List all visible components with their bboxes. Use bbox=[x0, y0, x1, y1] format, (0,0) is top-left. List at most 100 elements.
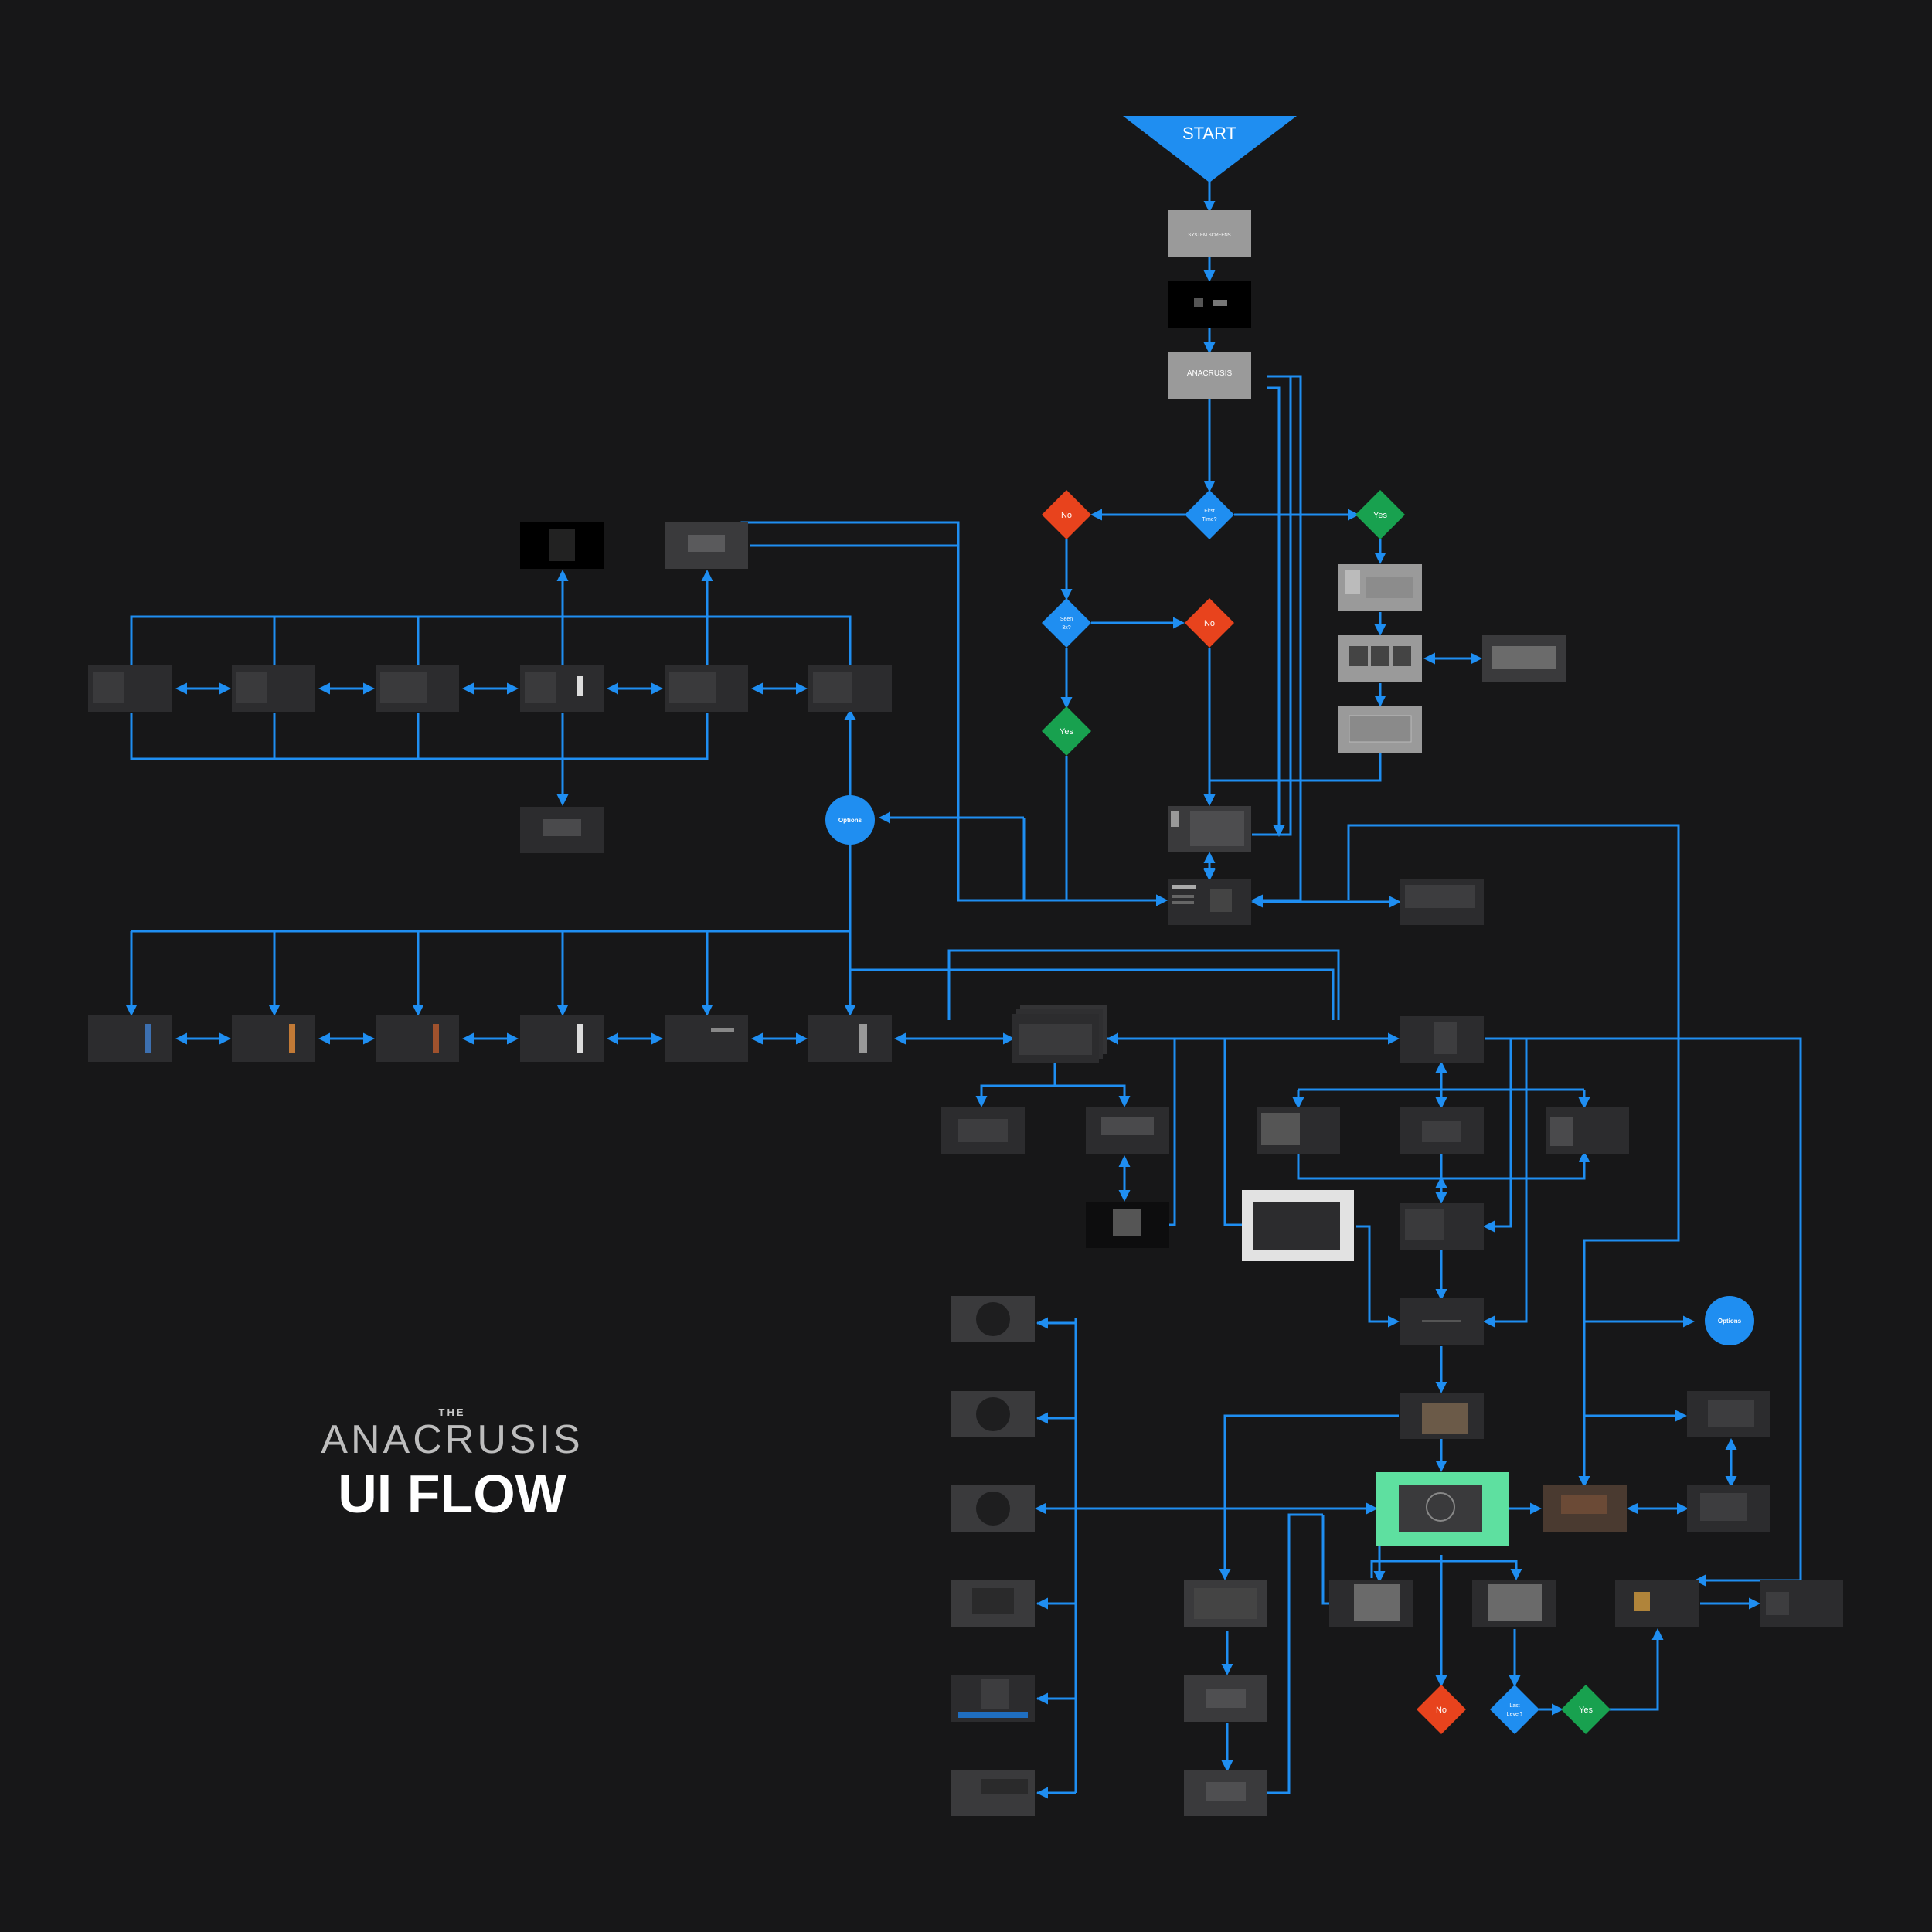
connector bbox=[1370, 1555, 1443, 1578]
match-screen-right bbox=[1546, 1107, 1629, 1154]
answer-no-first-time: No bbox=[1042, 490, 1091, 539]
connector bbox=[1022, 818, 1168, 906]
connector bbox=[1321, 1515, 1329, 1605]
connector bbox=[1347, 824, 1680, 1516]
character-screen-2 bbox=[232, 1015, 315, 1062]
wheel-screen-5 bbox=[951, 1675, 1035, 1722]
connector bbox=[1483, 1037, 1512, 1233]
answer-yes-label: Yes bbox=[1579, 1706, 1593, 1715]
screen-thumbnails bbox=[88, 522, 1843, 1816]
connector bbox=[1356, 1225, 1400, 1328]
main-menu-screen bbox=[1168, 879, 1251, 925]
wheel-screen-4 bbox=[951, 1580, 1035, 1627]
connector bbox=[1488, 1037, 1802, 1587]
lobby-popup-right bbox=[1086, 1107, 1169, 1154]
lobby-popup-left bbox=[941, 1107, 1025, 1154]
connector bbox=[1251, 375, 1302, 906]
decision-last-level-line2: Level? bbox=[1507, 1712, 1523, 1717]
ship-screen bbox=[1543, 1485, 1627, 1532]
system-screens: SYSTEM SCREENS bbox=[1168, 210, 1251, 257]
options-screen-5 bbox=[665, 665, 748, 712]
answer-no-seen: No bbox=[1185, 598, 1234, 648]
options-screen-1 bbox=[88, 665, 172, 712]
options-screen-3 bbox=[376, 665, 459, 712]
title-block: THE ANACRUSIS UI FLOW bbox=[278, 1406, 626, 1526]
connector bbox=[1483, 1037, 1528, 1328]
options-node-lower: Options bbox=[1705, 1296, 1754, 1345]
connector bbox=[1037, 1318, 1077, 1794]
wheel-screen-6 bbox=[951, 1770, 1035, 1816]
answer-yes-last-level: Yes bbox=[1561, 1685, 1611, 1734]
decision-first-time-line2: Time? bbox=[1202, 517, 1216, 522]
lobby-screen-stack bbox=[1012, 1005, 1107, 1063]
answer-yes-label: Yes bbox=[1060, 727, 1073, 736]
wheel-screen-3 bbox=[951, 1485, 1035, 1532]
options-confirm-popup-bottom bbox=[520, 807, 604, 853]
answer-yes-seen: Yes bbox=[1042, 706, 1091, 756]
character-screen-6 bbox=[808, 1015, 892, 1062]
gameplay-screen-highlight bbox=[1376, 1472, 1509, 1546]
answer-yes-first-time: Yes bbox=[1355, 490, 1405, 539]
decision-last-level-line1: Last bbox=[1509, 1703, 1519, 1709]
defeat-screen bbox=[1329, 1580, 1413, 1627]
match-screen-outlined bbox=[1242, 1190, 1354, 1261]
connector bbox=[849, 968, 1335, 1020]
connector bbox=[1252, 375, 1292, 836]
connector bbox=[947, 949, 1340, 1020]
answer-no-label: No bbox=[1436, 1706, 1447, 1715]
connector bbox=[1260, 1513, 1323, 1794]
match-lower-screen bbox=[1400, 1203, 1484, 1250]
answer-no-label: No bbox=[1061, 511, 1072, 520]
page-title: UI FLOW bbox=[338, 1464, 566, 1524]
anacrusis-logo: ANACRUSIS bbox=[321, 1417, 583, 1462]
tutorial-screen-2 bbox=[1338, 635, 1422, 682]
decision-last-level: Last Level? bbox=[1490, 1685, 1539, 1734]
pause-screen-right bbox=[1687, 1485, 1770, 1532]
decision-seen-line2: 3x? bbox=[1062, 625, 1070, 631]
match-screen-left bbox=[1257, 1107, 1340, 1154]
wheel-screen-1 bbox=[951, 1296, 1035, 1342]
options-screen-4 bbox=[520, 665, 604, 712]
connector bbox=[273, 713, 564, 759]
victory-screen bbox=[1472, 1580, 1556, 1627]
server-list-screen bbox=[1400, 1016, 1484, 1063]
connector bbox=[750, 544, 1168, 906]
answer-no-label: No bbox=[1204, 619, 1215, 628]
answer-no-last-level: No bbox=[1417, 1685, 1466, 1734]
character-screen-1 bbox=[88, 1015, 172, 1062]
character-screen-5 bbox=[665, 1015, 748, 1062]
connector bbox=[1055, 1084, 1131, 1107]
decision-first-time: First Time? bbox=[1185, 490, 1234, 539]
confirm-screen-1 bbox=[1184, 1675, 1267, 1722]
connector bbox=[1065, 756, 1168, 906]
connector bbox=[131, 844, 852, 933]
start-node: START bbox=[1123, 116, 1297, 182]
credits-screen bbox=[520, 522, 604, 569]
decision-seen-line1: Seen bbox=[1060, 617, 1073, 622]
system-screens-label: SYSTEM SCREENS bbox=[1188, 233, 1230, 238]
pause-popup bbox=[1687, 1391, 1770, 1437]
options-confirm-popup-top bbox=[665, 522, 748, 569]
connector bbox=[1219, 1414, 1399, 1580]
decision-seen-3x: Seen 3x? bbox=[1042, 598, 1091, 648]
wheel-screen-2 bbox=[951, 1391, 1035, 1437]
pause-screen bbox=[1184, 1580, 1267, 1627]
start-label: START bbox=[1182, 124, 1236, 143]
logo-screen-label: ANACRUSIS bbox=[1187, 369, 1233, 378]
logo-screen: ANACRUSIS bbox=[1168, 352, 1251, 399]
connector bbox=[1267, 386, 1285, 837]
title-screen bbox=[1168, 806, 1251, 852]
match-screen-center bbox=[1400, 1107, 1484, 1154]
lobby-dark-screen bbox=[1086, 1202, 1169, 1248]
profile-screen bbox=[1400, 879, 1484, 925]
connector bbox=[130, 615, 852, 674]
decision-first-time-line1: First bbox=[1204, 509, 1215, 514]
tutorial-screen-3 bbox=[1338, 706, 1422, 753]
options-screen-2 bbox=[232, 665, 315, 712]
connector bbox=[975, 1063, 1056, 1107]
options-label: Options bbox=[838, 817, 862, 824]
results-screen bbox=[1615, 1580, 1699, 1627]
options-label: Options bbox=[1718, 1318, 1742, 1325]
connector bbox=[1607, 1628, 1664, 1711]
